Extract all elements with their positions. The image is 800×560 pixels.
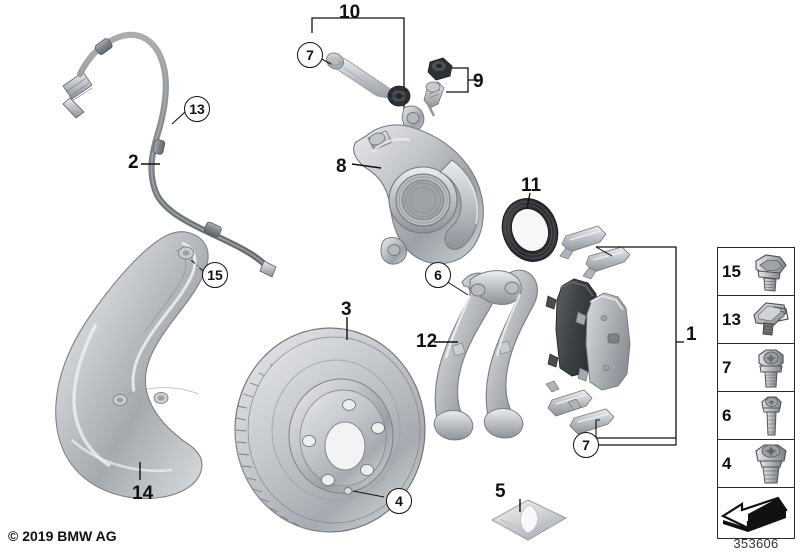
caliper-guide-pin <box>325 52 393 99</box>
bleeder-screw <box>423 81 445 117</box>
callout-5: 5 <box>495 481 506 502</box>
torx-flange-bolt-icon <box>746 345 794 391</box>
callout-10: 10 <box>339 2 361 23</box>
legend-row-4: 4 <box>718 440 794 488</box>
legend-number-7: 7 <box>722 357 732 377</box>
lubricant-sachet <box>490 499 568 541</box>
bleeder-screw-and-cap <box>423 57 480 117</box>
callout-3: 3 <box>341 299 352 320</box>
legend-row-arrow <box>718 488 794 538</box>
legend-number-6: 6 <box>722 405 732 425</box>
callout-7-top: 7 <box>297 42 323 68</box>
callout-2: 2 <box>128 152 139 173</box>
callout-9: 9 <box>473 71 484 92</box>
legend-number-15: 15 <box>722 261 741 281</box>
callout-6: 6 <box>425 262 451 288</box>
diagram-id: 353606 <box>733 536 779 551</box>
countersunk-hub-bolt-icon <box>746 441 794 487</box>
callout-4: 4 <box>386 488 412 514</box>
vented-brake-disc <box>234 317 426 533</box>
guide-pin-assembly <box>311 16 411 110</box>
cable-clip-icon <box>746 297 794 343</box>
callout-8: 8 <box>336 156 347 177</box>
legend-row-7: 7 <box>718 344 794 392</box>
legend-number-13: 13 <box>722 309 741 329</box>
cable-ferrules <box>94 38 222 238</box>
hex-flange-bolt-icon <box>746 249 794 295</box>
callout-15: 15 <box>202 262 228 288</box>
guide-pin-boot <box>387 85 411 107</box>
callout-14: 14 <box>132 483 154 504</box>
brake-caliper-housing <box>351 105 484 265</box>
copyright-notice: © 2019 BMW AG <box>8 528 117 544</box>
pad-retaining-spring-upper <box>559 225 631 280</box>
caliper-carrier-bracket <box>433 269 538 441</box>
direction-arrow-icon <box>718 490 794 536</box>
callout-13: 13 <box>184 96 210 122</box>
brake-pad-outer <box>575 292 631 391</box>
brake-pad-wear-sensor <box>62 31 277 278</box>
brake-pad-set <box>545 225 684 446</box>
pad-retaining-spring-lower <box>545 380 615 435</box>
brake-dust-shield <box>55 231 209 500</box>
fastener-legend-panel: 15 13 <box>717 247 795 539</box>
legend-row-6: 6 <box>718 392 794 440</box>
disc-lug-holes <box>302 399 385 487</box>
callout-7-lower: 7 <box>573 432 599 458</box>
legend-row-13: 13 <box>718 296 794 344</box>
sensor-connector <box>62 71 93 119</box>
torx-pan-screw-icon <box>746 393 794 439</box>
piston-seal-ring <box>501 192 559 262</box>
callout-11: 11 <box>521 175 542 196</box>
legend-number-4: 4 <box>722 453 732 473</box>
legend-row-15: 15 <box>718 248 794 296</box>
callout-1: 1 <box>686 324 697 345</box>
callout-12: 12 <box>416 331 438 352</box>
bleeder-dust-cap <box>427 57 453 81</box>
